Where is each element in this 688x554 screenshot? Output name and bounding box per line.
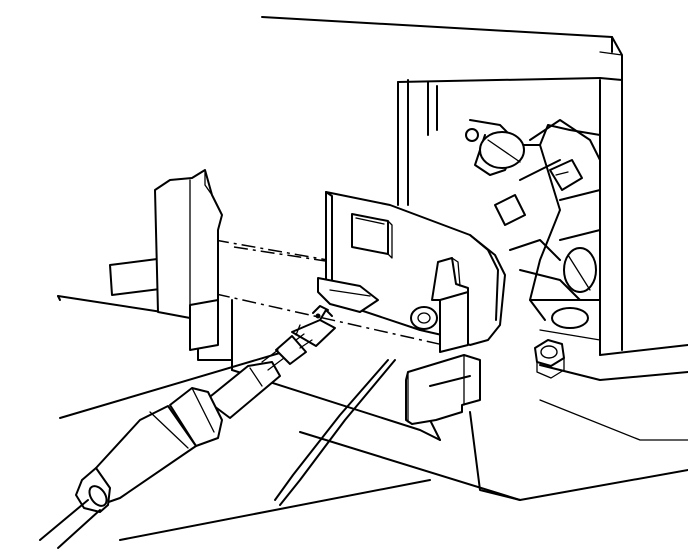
wire-stubs	[261, 349, 285, 371]
cabinet-housing	[57, 16, 688, 541]
electrical-connector	[275, 305, 336, 365]
clamp-plate-left	[109, 169, 223, 351]
pivot-bracket	[431, 257, 469, 353]
cable	[39, 499, 101, 549]
plunger-rod	[274, 359, 396, 506]
mounting-bracket-with-square-cutout	[317, 191, 506, 346]
mechanism-assembly	[465, 119, 601, 341]
connector-boot	[75, 361, 281, 513]
hex-nut	[534, 339, 565, 379]
clamp-plate-right	[405, 354, 481, 425]
